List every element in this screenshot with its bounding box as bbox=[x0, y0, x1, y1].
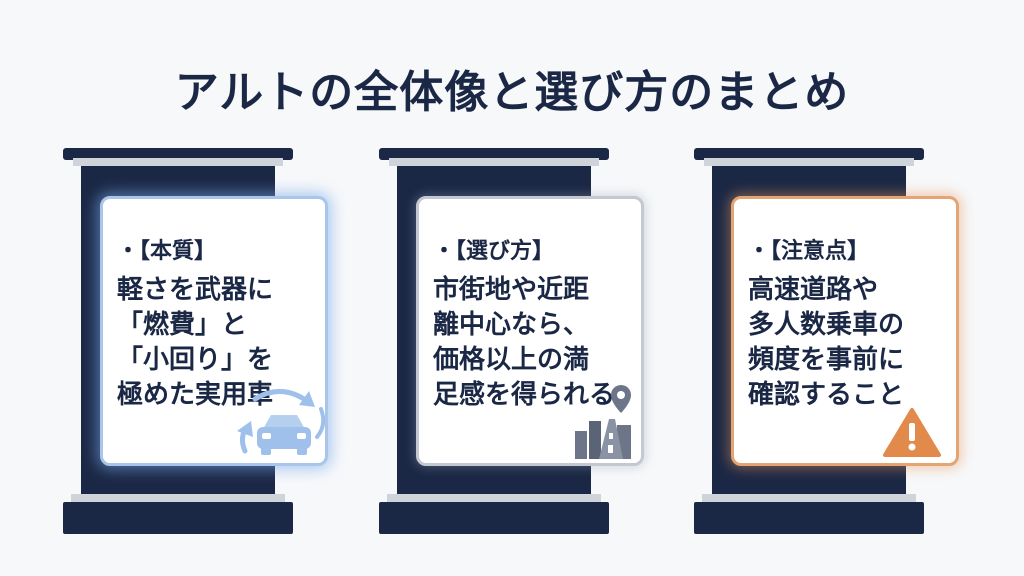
card-text-line: 価格以上の満 bbox=[433, 345, 590, 375]
card-essence: ・【本質】 軽さを武器に 「燃費」と 「小回り」を 極めた実用車 bbox=[100, 196, 328, 466]
card-text-line: 足感を得られる bbox=[433, 380, 616, 410]
page-title: アルトの全体像と選び方のまとめ bbox=[174, 67, 850, 118]
card-text-line: 「燃費」と bbox=[117, 310, 248, 340]
pillar-base bbox=[379, 502, 609, 534]
card-how-to-choose: ・【選び方】 市街地や近距 離中心なら、 価格以上の満 足感を得られる bbox=[416, 196, 644, 466]
card-heading: ・【選び方】 bbox=[433, 239, 555, 264]
card-text-line: 多人数乗車の bbox=[748, 310, 905, 340]
pillar-capital bbox=[63, 148, 293, 160]
pillar-capital bbox=[694, 148, 924, 160]
card-text-line: 高速道路や bbox=[748, 275, 879, 305]
card-text-line: 「小回り」を bbox=[117, 345, 274, 375]
card-heading: ・【本質】 bbox=[117, 239, 217, 264]
card-text-line: 市街地や近距 bbox=[433, 275, 590, 305]
pillar-capital bbox=[379, 148, 609, 160]
pillar-base bbox=[63, 502, 293, 534]
card-text-line: 離中心なら、 bbox=[433, 310, 590, 340]
pillar-base bbox=[694, 502, 924, 534]
pillar-base-trim bbox=[702, 494, 916, 502]
pillar-base-trim bbox=[71, 494, 285, 502]
card-text-line: 頻度を事前に bbox=[748, 345, 905, 375]
card-text-line: 確認すること bbox=[748, 380, 905, 410]
city-road-pin-icon bbox=[575, 385, 631, 459]
pillar-capital-trim bbox=[389, 158, 599, 166]
warning-icon bbox=[883, 408, 941, 457]
pillar-capital-trim bbox=[73, 158, 283, 166]
car-with-arrows-icon bbox=[237, 389, 325, 455]
card-heading: ・【注意点】 bbox=[748, 239, 870, 264]
card-text-line: 軽さを武器に bbox=[117, 275, 274, 305]
pillar-base-trim bbox=[387, 494, 601, 502]
card-cautions: ・【注意点】 高速道路や 多人数乗車の 頻度を事前に 確認すること bbox=[731, 196, 959, 466]
card-text-line: 極めた実用車 bbox=[117, 380, 274, 410]
pillar-capital-trim bbox=[704, 158, 914, 166]
